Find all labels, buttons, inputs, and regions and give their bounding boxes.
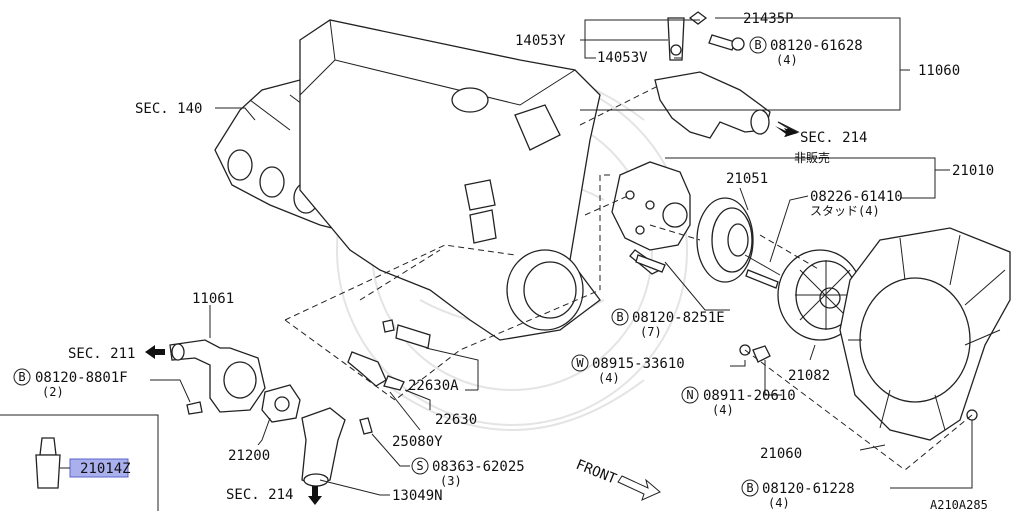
label-14053v[interactable]: 14053V <box>597 50 648 66</box>
label-sec214-top[interactable]: SEC. 214 <box>800 130 867 146</box>
label-08120-61228[interactable]: 08120-61228 <box>762 481 855 497</box>
leader-lines <box>150 17 973 496</box>
label-qty-2: (2) <box>42 385 64 399</box>
temperature-sensors[interactable] <box>347 319 431 391</box>
engine-block[interactable] <box>299 19 601 341</box>
symbol-b-1: B <box>754 38 761 52</box>
label-21060[interactable]: 21060 <box>760 446 802 462</box>
label-21435p[interactable]: 21435P <box>743 11 794 27</box>
symbol-w: W <box>576 356 584 370</box>
pump-pulley[interactable] <box>696 197 781 283</box>
label-25080y[interactable]: 25080Y <box>392 434 443 450</box>
label-08226-61410[interactable]: 08226-61410 <box>810 189 903 205</box>
label-21082[interactable]: 21082 <box>788 368 830 384</box>
label-08120-61628[interactable]: 08120-61628 <box>770 38 863 54</box>
label-sec140[interactable]: SEC. 140 <box>135 101 202 117</box>
symbol-b-3: B <box>18 370 25 384</box>
label-qty-4b: (4) <box>598 371 620 385</box>
label-08120-8251e[interactable]: 08120-8251E <box>632 310 725 326</box>
label-08363-62025[interactable]: 08363-62025 <box>432 459 525 475</box>
label-08120-8801f[interactable]: 08120-8801F <box>35 370 128 386</box>
sec214-top-arrow <box>775 126 798 137</box>
cooling-fan[interactable] <box>839 227 1011 441</box>
label-sec214-bottom[interactable]: SEC. 214 <box>226 487 293 503</box>
label-13049n[interactable]: 13049N <box>392 488 443 504</box>
sec214-bottom-arrow <box>308 486 322 505</box>
label-14053y[interactable]: 14053Y <box>515 33 566 49</box>
label-11061[interactable]: 11061 <box>192 291 234 307</box>
label-qty-7: (7) <box>640 325 662 339</box>
label-sec211[interactable]: SEC. 211 <box>68 346 135 362</box>
label-not-for-sale: 非販売 <box>794 150 830 165</box>
label-qty-4a: (4) <box>776 53 798 67</box>
diagram-code: A210A285 <box>930 498 988 511</box>
thermostat-housing[interactable] <box>169 339 266 415</box>
label-stud-4: スタッド(4) <box>810 204 880 218</box>
water-inlet[interactable] <box>301 407 373 487</box>
symbol-n: N <box>686 388 693 402</box>
thermostat[interactable] <box>261 384 301 423</box>
front-arrow <box>617 475 661 501</box>
label-08915-33610[interactable]: 08915-33610 <box>592 356 685 372</box>
label-qty-3: (3) <box>440 474 462 488</box>
label-11060[interactable]: 11060 <box>918 63 960 79</box>
label-22630[interactable]: 22630 <box>435 412 477 428</box>
sec211-arrow <box>145 345 165 359</box>
symbol-b-2: B <box>616 310 623 324</box>
fasteners[interactable] <box>635 254 779 363</box>
label-21014z[interactable]: 21014Z <box>80 461 131 477</box>
label-qty-4d: (4) <box>768 496 790 510</box>
label-21010[interactable]: 21010 <box>952 163 994 179</box>
label-21200[interactable]: 21200 <box>228 448 270 464</box>
detail-inset <box>0 414 159 511</box>
label-08911-20610[interactable]: 08911-20610 <box>703 388 796 404</box>
arrows <box>145 126 798 505</box>
symbol-b-4: B <box>746 481 753 495</box>
label-front: FRONT <box>574 457 620 488</box>
label-22630a[interactable]: 22630A <box>408 378 459 394</box>
water-outlet[interactable] <box>654 11 800 139</box>
label-qty-4c: (4) <box>712 403 734 417</box>
fastener-symbols: B B B W N S B <box>13 36 767 497</box>
label-21051[interactable]: 21051 <box>726 171 768 187</box>
symbol-s: S <box>416 459 423 473</box>
